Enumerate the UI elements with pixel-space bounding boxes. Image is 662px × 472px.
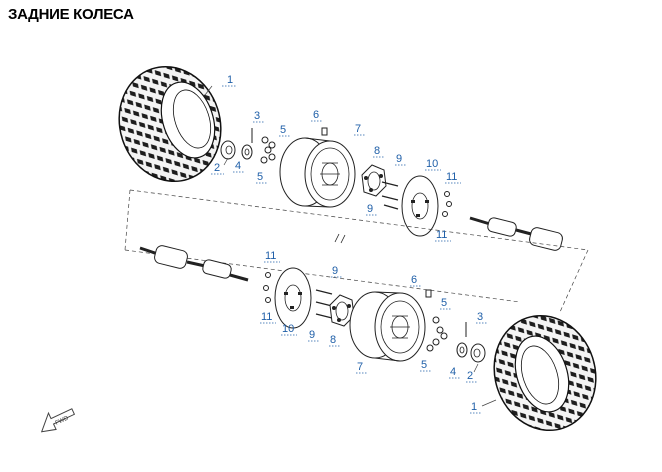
wheel-studs-top <box>381 181 399 210</box>
wheel-hub-top <box>361 164 387 197</box>
washer-top <box>241 144 253 160</box>
callout-4: 4 <box>235 160 241 172</box>
callout-4b: 4 <box>450 366 456 378</box>
callout-7: 7 <box>355 123 361 135</box>
fwd-direction-arrow-icon: FWD <box>40 408 76 433</box>
assembly-frame <box>124 189 589 313</box>
callout-6: 6 <box>313 109 319 121</box>
callout-5d: 5 <box>421 359 427 371</box>
callout-7b: 7 <box>357 361 363 373</box>
tire-top <box>118 65 222 183</box>
rim-top <box>279 137 356 208</box>
fwd-label: FWD <box>55 415 71 426</box>
hub-nut-bottom <box>470 343 486 363</box>
callout-2: 2 <box>214 162 220 174</box>
callout-1b: 1 <box>471 401 477 413</box>
callout-10b: 10 <box>282 323 294 335</box>
brake-disc-bottom <box>274 267 312 329</box>
callout-9d: 9 <box>309 329 315 341</box>
disc-bolts-top <box>442 191 452 217</box>
lug-nuts-bottom <box>426 316 448 352</box>
callout-10: 10 <box>426 158 438 170</box>
callout-8b: 8 <box>330 334 336 346</box>
wheel-studs-bottom <box>315 289 333 319</box>
callout-11d: 11 <box>261 311 272 323</box>
callout-11c: 11 <box>265 250 276 262</box>
callout-9a: 9 <box>396 153 402 165</box>
valve-stem-bottom <box>425 289 432 298</box>
brake-disc-top <box>401 175 439 237</box>
callout-3: 3 <box>254 110 260 122</box>
callout-5a: 5 <box>280 124 286 136</box>
callout-2b: 2 <box>467 370 473 382</box>
callout-5c: 5 <box>441 297 447 309</box>
callout-6b: 6 <box>411 274 417 286</box>
callout-9b: 9 <box>367 203 373 215</box>
callout-1: 1 <box>227 74 233 86</box>
lug-nuts-top <box>260 136 276 164</box>
valve-stem-top <box>321 127 328 136</box>
callout-9c: 9 <box>332 265 338 277</box>
driveshaft-bottom <box>139 245 249 282</box>
tire-bottom <box>493 314 597 432</box>
callout-8: 8 <box>374 145 380 157</box>
driveshaft-top <box>469 216 563 251</box>
callout-11a: 11 <box>446 171 457 183</box>
rim-bottom <box>349 291 426 362</box>
callout-11b: 11 <box>436 229 447 241</box>
callout-3b: 3 <box>477 311 483 323</box>
washer-bottom <box>456 342 468 358</box>
callout-5b: 5 <box>257 171 263 183</box>
page-title: ЗАДНИЕ КОЛЕСА <box>8 6 134 23</box>
callouts-top: 1 2 3 4 5 5 6 7 8 9 9 10 11 11 <box>204 74 461 242</box>
hub-nut-top <box>220 140 236 160</box>
callouts-bottom: 11 11 10 9 9 8 7 6 5 5 4 3 2 1 <box>260 250 497 414</box>
disc-bolts-bottom <box>263 272 271 303</box>
